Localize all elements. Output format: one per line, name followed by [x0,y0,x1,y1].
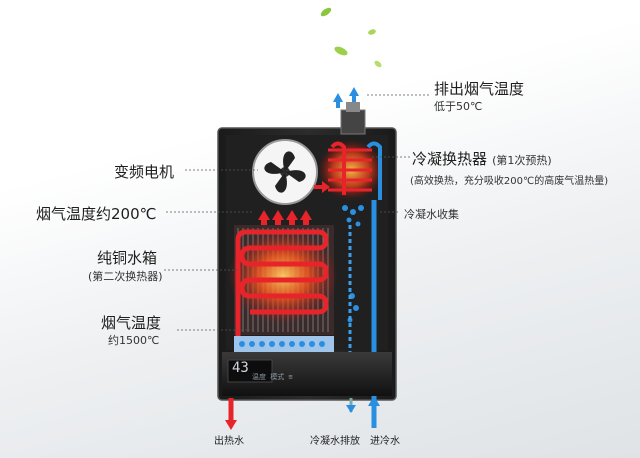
efficient-note-label: (高效换热，充分吸收200℃的高废气温热量) [410,176,609,187]
flue-temp-label: 烟气温度 [101,314,162,332]
condensing-exchanger-group: 冷凝换热器 (第1次预热) [412,148,552,169]
hot-gas-arrows [258,210,312,226]
fan-icon [252,139,318,205]
exhaust-flue [340,109,366,135]
flue-temp-200-label: 烟气温度约200℃ [36,205,157,223]
burner-flames [239,341,325,347]
condensate-drain-arrow [346,405,356,413]
inverter-motor-label: 变频电机 [114,163,175,181]
condensate-collect-label: 冷凝水收集 [404,208,459,221]
exhaust-temperature-value: 低于50℃ [434,100,483,113]
lcd-screen [227,359,273,383]
condensate-drain-label: 冷凝水排放 [310,436,360,447]
hot-water-out-label: 出热水 [214,436,244,447]
flow-arrow-right [314,181,330,193]
condensing-exchanger-label: 冷凝换热器 [412,150,488,168]
leader-lines [164,94,430,331]
exhaust-arrows [333,87,359,108]
cold-water-in-label: 进冷水 [370,436,400,447]
flue-temp-1500-label: 约1500℃ [108,334,160,347]
lcd-value: 43 [232,360,249,376]
second-exchanger-label: (第二次换热器) [88,270,163,283]
copper-tank-label: 纯铜水箱 [97,249,158,267]
condensing-coil [328,148,372,192]
cold-water-in-arrow [368,396,380,406]
first-preheat-label: (第1次预热) [492,154,552,167]
combustion-glow [228,228,338,324]
lcd-status: 温度 模式 ≡ [252,373,293,381]
exhaust-cap [346,102,360,112]
hot-water-coil [235,229,329,336]
exhaust-temperature-label: 排出烟气温度 [434,80,525,98]
hot-water-out-arrow [225,420,237,430]
leaf-icons [320,7,382,68]
